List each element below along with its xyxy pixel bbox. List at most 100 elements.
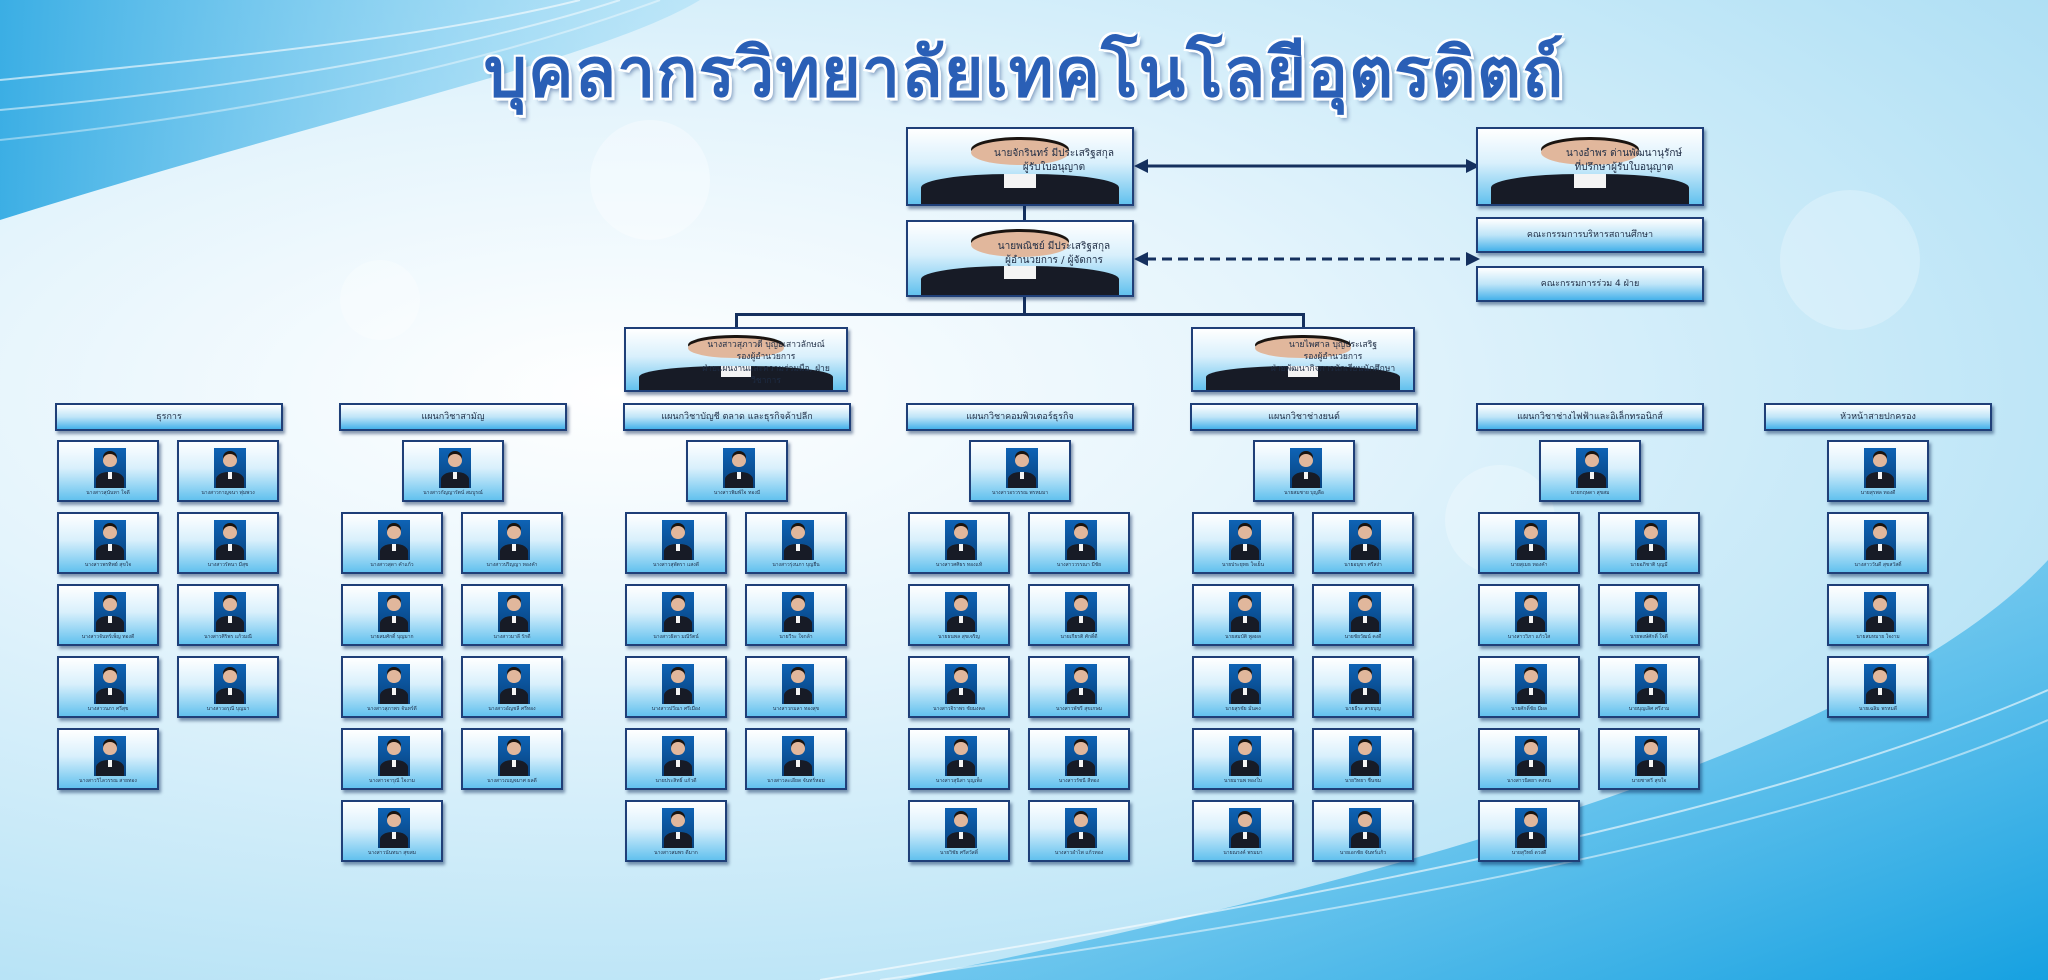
person-photo [1349, 592, 1381, 632]
staff-card: นายสุรพล ทองดี [1827, 440, 1929, 502]
staff-name: นายสุรชัย มั่นคง [1196, 705, 1290, 713]
staff-card: นายสุรชัย มั่นคง [1192, 656, 1294, 718]
person-photo [214, 592, 246, 632]
staff-card: นางสาวจันทร์เพ็ญ ทองดี [57, 584, 159, 646]
staff-card: นางสาวรุ่งนภา บุญยืน [745, 512, 847, 574]
staff-name: นางสาวธิดา มณีรัตน์ [629, 633, 723, 641]
staff-name: นายวิทยา ชื่นชม [1316, 777, 1410, 785]
staff-name: นางสาวพิมพ์ใจ ทองมี [690, 489, 784, 497]
staff-card: นางสาวศศิธร ทองแท้ [908, 512, 1010, 574]
person-photo [1635, 520, 1667, 560]
staff-card: นางสาววรรณา มีชัย [1028, 512, 1130, 574]
staff-card: นายสุวิทย์ ดวงดี [1478, 800, 1580, 862]
connector-line [1302, 313, 1305, 328]
staff-card: นางสาวนันทนา สุขสม [341, 800, 443, 862]
staff-card: นางสาวสุพัตรา แสงดี [625, 512, 727, 574]
department-header: หัวหน้าสายปกครอง [1764, 403, 1992, 431]
person-photo [498, 520, 530, 560]
staff-name: นางสาววรรณา มีชัย [1032, 561, 1126, 569]
person-photo [378, 520, 410, 560]
staff-card: นางสาวมาลี รักดี [461, 584, 563, 646]
person-photo [662, 808, 694, 848]
person-photo [214, 448, 246, 488]
staff-name: นางสาวปวีณา ศรีเมือง [629, 705, 723, 713]
staff-card: นายวิชัย ศรีสวัสดิ์ [908, 800, 1010, 862]
person-photo [626, 329, 668, 379]
staff-name: นายอภิชาติ บุญมี [1602, 561, 1696, 569]
staff-name: นางสาวศิริพร แก้วมณี [181, 633, 275, 641]
person-photo [782, 736, 814, 776]
person-photo [662, 520, 694, 560]
staff-name: นางสาวจันทร์เพ็ญ ทองดี [61, 633, 155, 641]
staff-card: นายเอกชัย จันทร์แก้ว [1312, 800, 1414, 862]
staff-card: นางสาวธิดา มณีรัตน์ [625, 584, 727, 646]
person-photo [214, 520, 246, 560]
director-box: นายพณิชย์ มีประเสริฐสกุล ผู้อำนวยการ / ผ… [906, 220, 1134, 297]
staff-card: นายสมชาย บุญลือ [1253, 440, 1355, 502]
staff-name: นายณรงค์ พรมมา [1196, 849, 1290, 857]
staff-card: นายประสิทธิ์ แก้วดี [625, 728, 727, 790]
staff-name: นางสาวนันทนา สุขสม [345, 849, 439, 857]
person-photo [1229, 808, 1261, 848]
person-photo [782, 664, 814, 704]
staff-name: นายธนพล สุขเจริญ [912, 633, 1006, 641]
director-name: นายพณิชย์ มีประเสริฐสกุล [984, 240, 1124, 254]
person-photo [1349, 664, 1381, 704]
staff-name: นายชาตรี สุขใจ [1602, 777, 1696, 785]
staff-name: นายกฤษดา สุขสม [1543, 489, 1637, 497]
person-photo [498, 664, 530, 704]
staff-card: นางสาวพรทิพย์ สุขใจ [57, 512, 159, 574]
staff-name: นางสาวรัชนี สีทอง [1032, 777, 1126, 785]
staff-card: นายวิทยา ชื่นชม [1312, 728, 1414, 790]
staff-card: นายเฉลิม พรหมดี [1827, 656, 1929, 718]
person-photo [498, 592, 530, 632]
staff-name: นางสาวกาญจนา พุ่มพวง [181, 489, 275, 497]
person-photo [662, 736, 694, 776]
staff-name: นายสมหมาย ใจงาม [1831, 633, 1925, 641]
staff-card: นางสาวกมลา ทองสุข [745, 656, 847, 718]
person-photo [1349, 736, 1381, 776]
licensee-name: นายจักรินทร์ มีประเสริฐสกุล [984, 147, 1124, 161]
staff-name: นางสาวพัชรี สุขเกษม [1032, 705, 1126, 713]
staff-name: นายวิชัย ศรีสวัสดิ์ [912, 849, 1006, 857]
deputy-box-academic: นางสาวสุภาวดี บุญอเสาวลักษณ์ รองผู้อำนวย… [624, 327, 848, 392]
staff-name: นางสาวจิราพร ชัยมงคล [912, 705, 1006, 713]
staff-card: นางสาวปริญญา ทองคำ [461, 512, 563, 574]
person-photo [1193, 329, 1235, 379]
advisor-name: นางอำพร ด่านพัฒนานุรักษ์ [1554, 147, 1694, 161]
connector-line [1023, 296, 1026, 314]
person-photo [945, 736, 977, 776]
staff-name: นายมานพ ทองใบ [1196, 777, 1290, 785]
person-photo [1864, 664, 1896, 704]
staff-name: นางสาวนภา ศรีสุข [61, 705, 155, 713]
person-photo [378, 664, 410, 704]
staff-card: นางสาวละเอียด จันทร์หอม [745, 728, 847, 790]
staff-card: นางสาวสุนิสา บุญเพ็ง [908, 728, 1010, 790]
staff-name: นางสาวละเอียด จันทร์หอม [749, 777, 843, 785]
person-photo [498, 736, 530, 776]
staff-card: นายเกียรติ ศักดิ์ดี [1028, 584, 1130, 646]
staff-card: นางสาวกัญญารัตน์ สมบูรณ์ [402, 440, 504, 502]
staff-name: นางสาวปริญญา ทองคำ [465, 561, 559, 569]
staff-card: นางสาวกาญจนา พุ่มพวง [177, 440, 279, 502]
person-photo [1065, 808, 1097, 848]
person-photo [1349, 808, 1381, 848]
staff-name: นายประยุทธ ใจเย็น [1196, 561, 1290, 569]
staff-name: นายสมศักดิ์ บุญมาก [345, 633, 439, 641]
person-photo [214, 664, 246, 704]
staff-card: นายสมบัติ พูลผล [1192, 584, 1294, 646]
staff-card: นายสมหมาย ใจงาม [1827, 584, 1929, 646]
staff-card: นางสาวศิริพร แก้วมณี [177, 584, 279, 646]
staff-card: นางสาวสุนันทา ใจดี [57, 440, 159, 502]
staff-name: นายประสิทธิ์ แก้วดี [629, 777, 723, 785]
person-photo [662, 592, 694, 632]
person-photo [1864, 448, 1896, 488]
person-photo [1515, 520, 1547, 560]
staff-card: นางสาวสุภาพร จันทร์ดี [341, 656, 443, 718]
person-photo [1006, 448, 1038, 488]
staff-card: นางสาววิไลวรรณ สายทอง [57, 728, 159, 790]
staff-card: นางสาวพัชรี สุขเกษม [1028, 656, 1130, 718]
staff-name: นางสาวอำไพ แก้วทอง [1032, 849, 1126, 857]
staff-name: นายอนุชา ศรีสง่า [1316, 561, 1410, 569]
person-photo [378, 592, 410, 632]
